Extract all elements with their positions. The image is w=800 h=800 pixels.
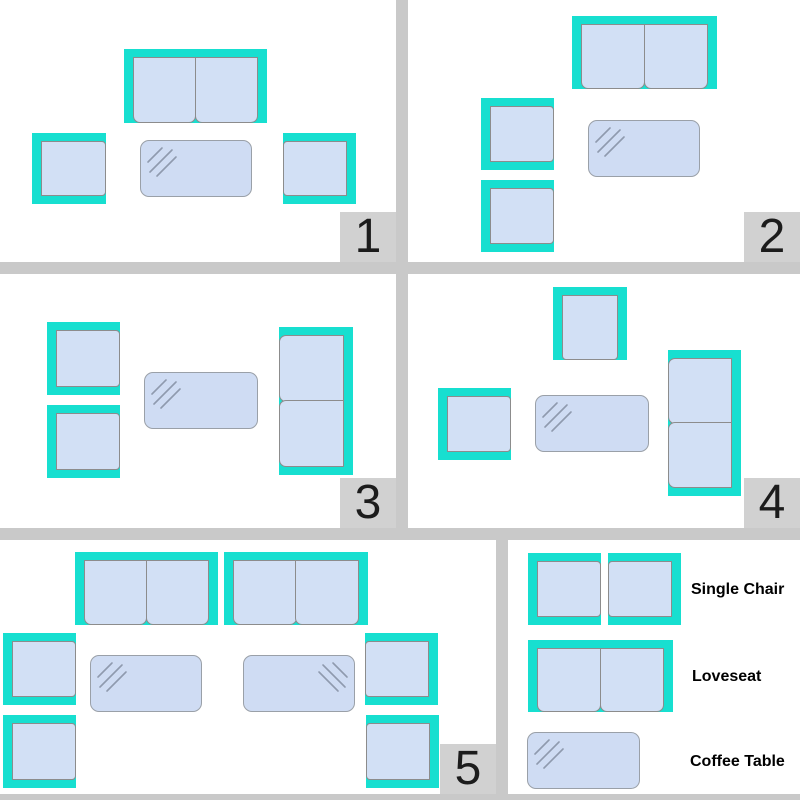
- single-chair: [32, 133, 106, 204]
- layout-number: 3: [354, 476, 382, 529]
- coffee-table: [144, 372, 258, 429]
- seat-cushion: [133, 57, 196, 123]
- legend-label: Loveseat: [692, 668, 762, 685]
- single-chair: [47, 322, 120, 395]
- single-chair: [481, 98, 554, 170]
- coffee-table: [140, 140, 252, 197]
- seat-cushion: [233, 560, 297, 625]
- loveseat: [572, 16, 717, 89]
- glass-shine-icon: [315, 659, 351, 700]
- seat-cushion: [447, 396, 511, 452]
- coffee-table: [90, 655, 202, 712]
- layout-number-badge: 4: [744, 478, 800, 528]
- loveseat: [668, 350, 741, 496]
- single-chair: [481, 180, 554, 252]
- seat-cushion: [608, 561, 672, 617]
- seat-cushion: [490, 106, 554, 162]
- layout-panel-5: 5: [0, 540, 496, 794]
- layout-number: 2: [758, 210, 786, 263]
- seat-cushion: [12, 641, 76, 697]
- seat-cushion: [56, 413, 120, 470]
- layout-number: 1: [354, 210, 382, 263]
- seat-cushion: [279, 400, 344, 467]
- layout-panel-3: 3: [0, 274, 396, 528]
- seat-cushion: [668, 422, 732, 488]
- seat-cushion: [537, 561, 601, 617]
- layout-number: 4: [758, 476, 786, 529]
- seat-cushion: [41, 141, 106, 196]
- single-chair: [3, 715, 76, 788]
- coffee-table: [243, 655, 355, 712]
- glass-shine-icon: [592, 124, 628, 165]
- single-chair: [438, 388, 511, 460]
- single-chair: [283, 133, 356, 204]
- layout-number-badge: 5: [440, 744, 496, 794]
- layout-panel-1: 1: [0, 0, 396, 262]
- seat-cushion: [12, 723, 76, 780]
- seat-cushion: [366, 723, 430, 780]
- seat-cushion: [283, 141, 347, 196]
- legend-label: Single Chair: [691, 581, 785, 598]
- layout-number: 5: [454, 742, 482, 795]
- layout-panel-2: 2: [408, 0, 800, 262]
- single-chair: [366, 715, 439, 788]
- seat-cushion: [668, 358, 732, 424]
- seat-cushion: [581, 24, 645, 89]
- coffee-table: [527, 732, 640, 789]
- layout-number-badge: 3: [340, 478, 396, 528]
- single-chair: [608, 553, 681, 625]
- seat-cushion: [537, 648, 601, 712]
- loveseat: [279, 327, 353, 475]
- seat-cushion: [644, 24, 708, 89]
- glass-shine-icon: [144, 144, 180, 185]
- glass-shine-icon: [539, 399, 575, 440]
- legend-label: Coffee Table: [690, 753, 785, 770]
- seat-cushion: [365, 641, 429, 697]
- seat-cushion: [562, 295, 618, 360]
- loveseat: [75, 552, 218, 625]
- seat-cushion: [279, 335, 344, 402]
- glass-shine-icon: [94, 659, 130, 700]
- glass-shine-icon: [148, 376, 184, 417]
- single-chair: [365, 633, 438, 705]
- single-chair: [3, 633, 76, 705]
- glass-shine-icon: [531, 736, 567, 777]
- single-chair: [47, 405, 120, 478]
- coffee-table: [535, 395, 649, 452]
- seat-cushion: [146, 560, 209, 625]
- layout-number-badge: 2: [744, 212, 800, 262]
- loveseat: [224, 552, 368, 625]
- single-chair: [553, 287, 627, 360]
- loveseat: [528, 640, 673, 712]
- single-chair: [528, 553, 601, 625]
- seat-cushion: [600, 648, 664, 712]
- layout-panel-4: 4: [408, 274, 800, 528]
- coffee-table: [588, 120, 700, 177]
- layout-number-badge: 1: [340, 212, 396, 262]
- seat-cushion: [295, 560, 359, 625]
- seat-cushion: [195, 57, 258, 123]
- seat-cushion: [490, 188, 554, 244]
- seat-cushion: [84, 560, 147, 625]
- loveseat: [124, 49, 267, 123]
- seat-cushion: [56, 330, 120, 387]
